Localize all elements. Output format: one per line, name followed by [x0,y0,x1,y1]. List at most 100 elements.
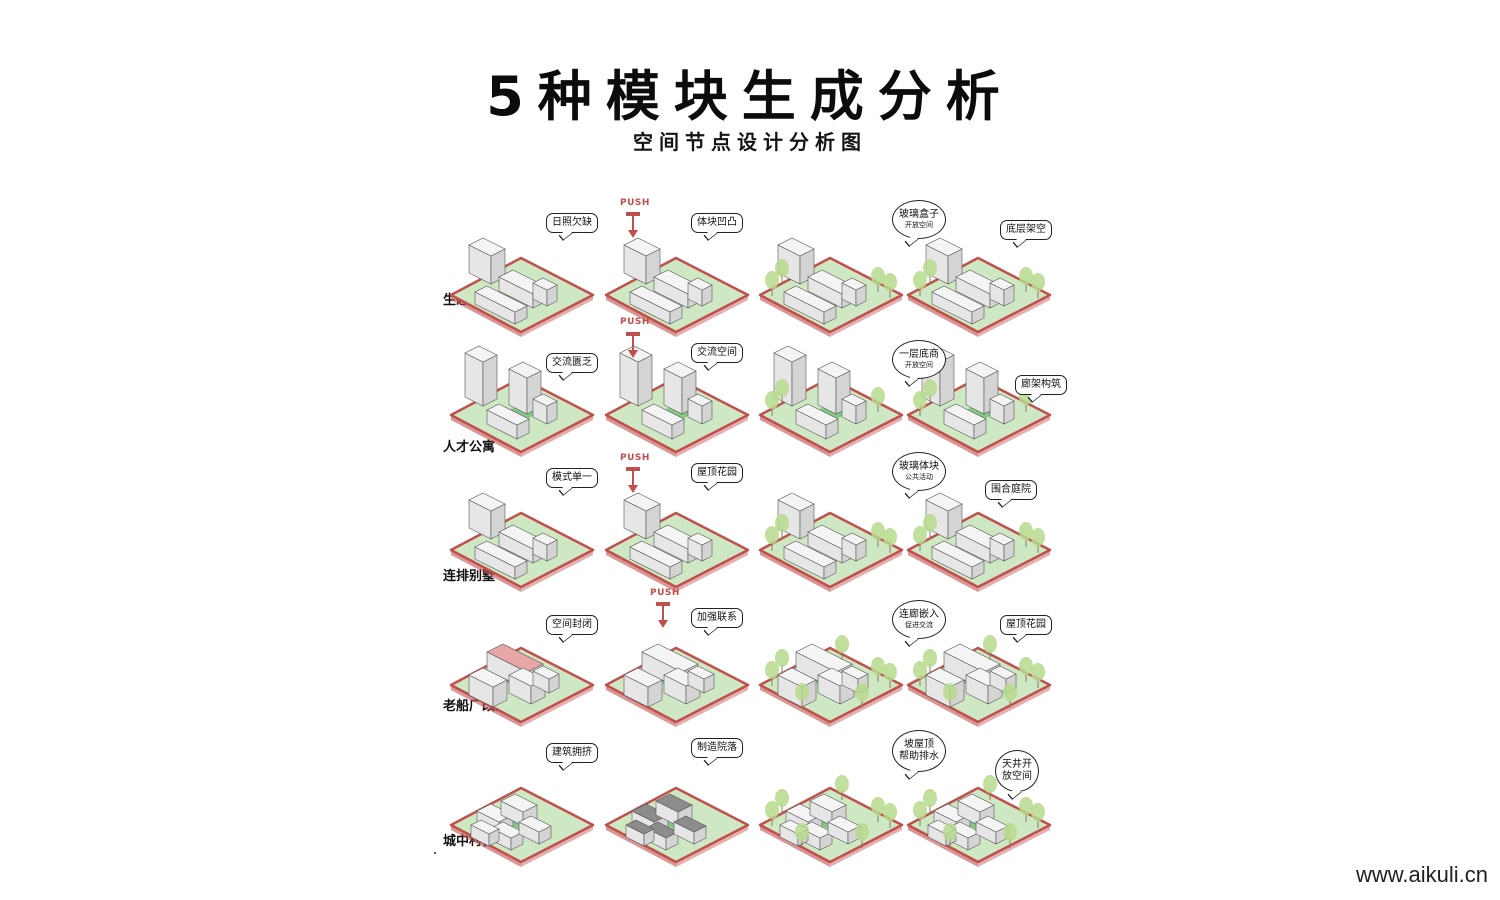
module-panel [752,730,907,867]
annotation-bubble: 体块凹凸 [691,213,743,233]
annotation-bubble: 连廊嵌入促进交流 [892,600,946,639]
push-arrow-icon [626,212,640,238]
annotation-bubble: 制造院落 [691,738,743,758]
bubble-text: 底层架空 [1006,224,1046,235]
annotation-bubble: 玻璃体块公共活动 [892,452,946,491]
isometric-block-model [449,643,595,727]
module-panel [752,455,907,592]
bubble-subtext: 公共活动 [905,473,933,481]
bubble-text: 屋顶花园 [697,467,737,478]
annotation-bubble: 围合庭院 [985,480,1037,500]
annotation-bubble: 坡屋顶帮助排水 [892,730,946,772]
isometric-block-model [906,635,1052,727]
bubble-text: 连廊嵌入 [899,609,939,620]
module-panel [752,590,907,727]
isometric-block-model [604,786,750,867]
annotation-bubble: 日照欠缺 [546,213,598,233]
annotation-bubble: 底层架空 [1000,220,1052,240]
module-panel: PUSH 体块凹凸 [598,198,753,337]
isometric-block-model [906,492,1052,592]
bubble-subtext: 开放空间 [905,221,933,229]
annotation-bubble: 廊架构筑 [1015,375,1067,395]
module-panel: 一层底商开放空间廊架构筑 [892,320,1067,457]
isometric-block-model [758,345,904,457]
module-panel: 玻璃盒子开放空间底层架空 [892,200,1055,337]
module-panel [752,200,907,337]
row-label: 人才公寓 [443,440,496,455]
push-label: PUSH [620,198,650,208]
bubble-subtext: 帮助排水 [899,751,939,762]
bubble-text: 围合庭院 [991,484,1031,495]
isometric-block-model [604,237,750,337]
isometric-block-model [906,345,1052,457]
module-panel: 日照欠缺 [443,200,598,337]
module-panel: 连廊嵌入促进交流 屋顶花园 [892,590,1055,727]
module-panel: 模式单一 [443,455,598,592]
module-panel [752,320,907,457]
annotation-bubble: 屋顶花园 [691,463,743,483]
bubble-text: 交流匮乏 [552,357,592,368]
bubble-text: 天井开 [1002,759,1032,770]
watermark: www.aikuli.cn [1355,862,1488,887]
module-panel: 制造院落 [598,730,753,867]
bubble-text: 玻璃盒子 [899,209,939,220]
bubble-text: 玻璃体块 [899,461,939,472]
bubble-text: 屋顶花园 [1006,619,1046,630]
bubble-text: 模式单一 [552,472,592,483]
annotation-bubble: 空间封闭 [546,615,598,635]
push-arrow-icon [626,467,640,493]
module-panel: PUSH 加强联系 [598,588,753,727]
bubble-text: 廊架构筑 [1021,379,1061,390]
annotation-bubble: 建筑拥挤 [546,743,598,763]
bubble-text: 加强联系 [697,612,737,623]
isometric-block-model [604,492,750,592]
isometric-block-model [449,492,595,592]
bubble-subtext: 放空间 [1002,771,1032,782]
isometric-block-model [758,237,904,337]
isometric-block-model [604,345,750,457]
module-panel: 坡屋顶帮助排水天井开放空间 [892,730,1055,867]
bubble-text: 交流空间 [697,347,737,358]
annotation-bubble: 加强联系 [691,608,743,628]
module-panel: PUSH 交流空间 [598,317,753,457]
isometric-block-model [906,237,1052,337]
module-panel: PUSH 屋顶花园 [598,453,753,592]
annotation-bubble: 天井开放空间 [995,750,1039,792]
page-subtitle: 空间节点设计分析图 [633,130,867,154]
bubble-text: 制造院落 [697,742,737,753]
push-arrow-icon [656,602,670,628]
stray-dot [434,852,436,854]
annotation-bubble: 一层底商开放空间 [892,340,946,379]
push-label: PUSH [620,317,650,327]
push-arrow-icon [626,332,640,358]
isometric-block-model [449,786,595,867]
isometric-block-model [604,643,750,727]
bubble-text: 坡屋顶 [904,739,934,750]
page-title: 5种模块生成分析 [486,65,1014,128]
isometric-block-model [449,345,595,457]
module-panel: 空间封闭 [443,590,598,727]
row-label: 连排别墅 [443,569,496,584]
annotation-bubble: 屋顶花园 [1000,615,1052,635]
bubble-text: 空间封闭 [552,619,592,630]
bubble-subtext: 促进交流 [905,621,933,629]
annotation-bubble: 玻璃盒子开放空间 [892,200,946,239]
annotation-bubble: 交流空间 [691,343,743,363]
bubble-text: 一层底商 [899,349,939,360]
bubble-subtext: 开放空间 [905,361,933,369]
isometric-block-model [758,635,904,727]
module-panel: 交流匮乏 [443,320,598,457]
annotation-bubble: 交流匮乏 [546,353,598,373]
isometric-block-model [449,237,595,337]
module-panel: 玻璃体块公共活动围合庭院 [892,452,1055,592]
push-label: PUSH [650,588,680,598]
module-panel: 建筑拥挤 [443,730,598,867]
bubble-text: 体块凹凸 [697,217,737,228]
bubble-text: 日照欠缺 [552,217,592,228]
push-label: PUSH [620,453,650,463]
bubble-text: 建筑拥挤 [552,747,592,758]
isometric-block-model [758,492,904,592]
annotation-bubble: 模式单一 [546,468,598,488]
isometric-block-model [758,775,904,867]
isometric-block-model [906,775,1052,867]
